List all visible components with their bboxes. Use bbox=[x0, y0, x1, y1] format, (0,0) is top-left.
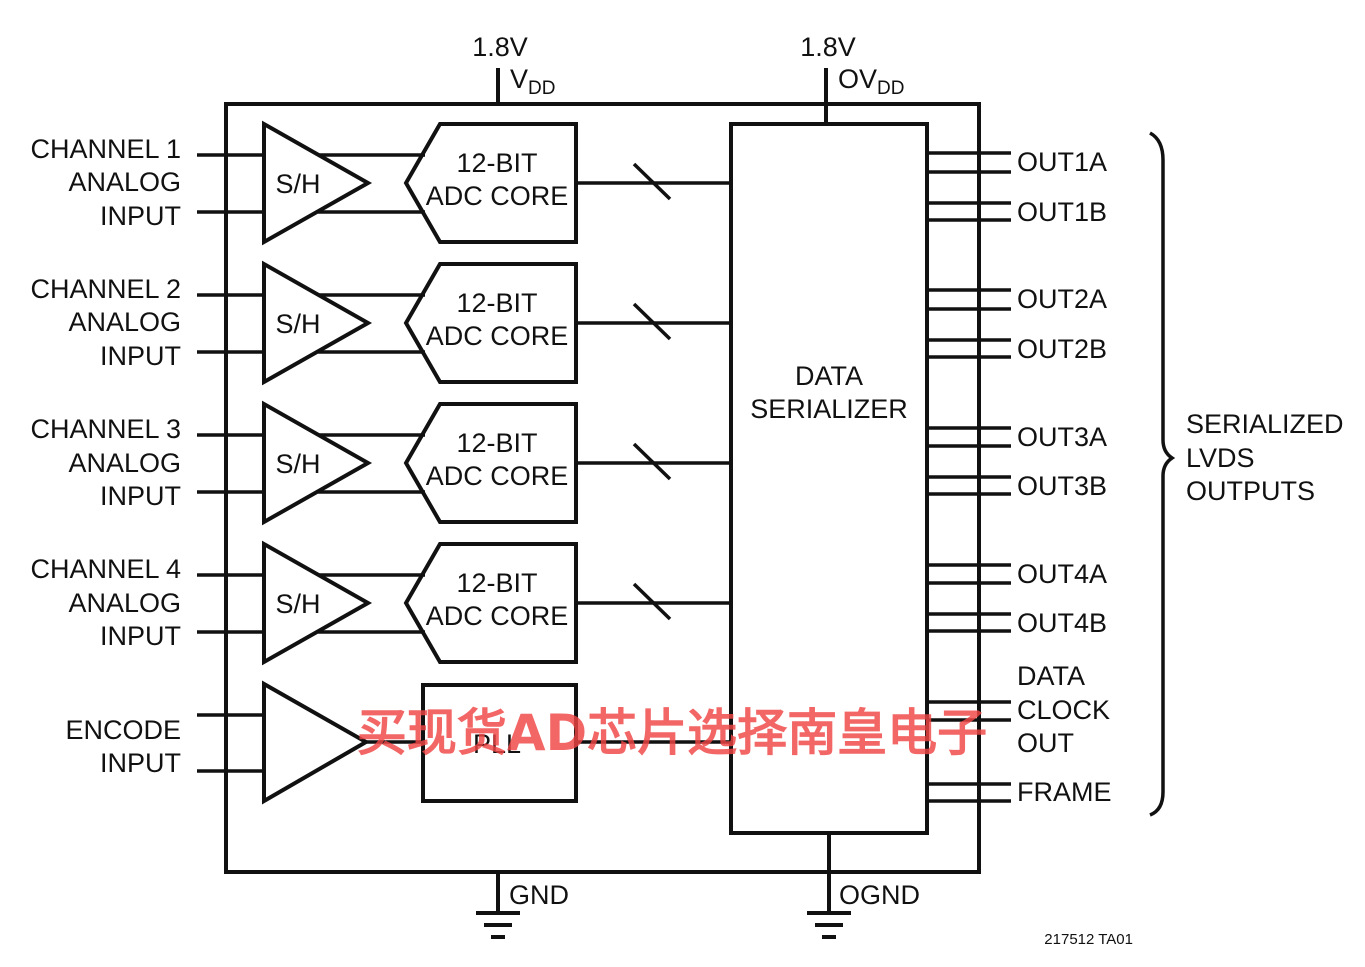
channel-2: CHANNEL 2 ANALOG INPUT S/H 12-BIT ADC CO… bbox=[30, 260, 731, 386]
channel-3-analog: ANALOG bbox=[68, 448, 181, 478]
adc-label-line2: ADC CORE bbox=[426, 321, 569, 351]
adc-label-line1: 12-BIT bbox=[456, 568, 537, 598]
encode-label-line1: ENCODE bbox=[65, 715, 181, 745]
out2b-label: OUT2B bbox=[1017, 334, 1107, 364]
sh-label: S/H bbox=[275, 589, 320, 619]
serialized-label-line3: OUTPUTS bbox=[1186, 476, 1315, 506]
channel-4: CHANNEL 4 ANALOG INPUT S/H 12-BIT ADC CO… bbox=[30, 540, 731, 666]
out2a-label: OUT2A bbox=[1017, 284, 1107, 314]
sample-hold-triangle bbox=[262, 120, 373, 246]
encode-label-line2: INPUT bbox=[100, 748, 181, 778]
gnd-label: GND bbox=[509, 880, 569, 910]
serializer-label-line2: SERIALIZER bbox=[750, 394, 908, 424]
adc-core-block bbox=[403, 402, 578, 524]
out3b-label: OUT3B bbox=[1017, 471, 1107, 501]
pll-label: PLL bbox=[473, 729, 521, 759]
vdd-label: VDD bbox=[510, 64, 555, 99]
bus-slash bbox=[632, 302, 672, 341]
channel-2-analog: ANALOG bbox=[68, 307, 181, 337]
adc-core-block bbox=[403, 122, 578, 244]
chip-outline bbox=[224, 102, 981, 874]
out1a-label: OUT1A bbox=[1017, 147, 1107, 177]
figure-id: 217512 TA01 bbox=[1044, 931, 1133, 948]
serialized-label-line2: LVDS bbox=[1186, 443, 1255, 473]
frame-label: FRAME bbox=[1017, 777, 1112, 807]
clock-out-label-line1: DATA bbox=[1017, 661, 1085, 691]
gnd-symbol bbox=[476, 872, 520, 939]
ognd-label: OGND bbox=[839, 880, 920, 910]
out4b-label: OUT4B bbox=[1017, 608, 1107, 638]
adc-label-line2: ADC CORE bbox=[426, 181, 569, 211]
sample-hold-triangle bbox=[262, 260, 373, 386]
channel-1-analog: ANALOG bbox=[68, 167, 181, 197]
channel-4-name: CHANNEL 4 bbox=[30, 554, 181, 584]
bus-slash bbox=[632, 442, 672, 481]
channel-3-input: INPUT bbox=[100, 481, 181, 511]
output-group-brace bbox=[1149, 131, 1176, 817]
adc-label-line2: ADC CORE bbox=[426, 461, 569, 491]
channel-1-input: INPUT bbox=[100, 201, 181, 231]
sample-hold-triangle bbox=[262, 400, 373, 526]
serializer-label-line1: DATA bbox=[795, 361, 863, 391]
out1b-label: OUT1B bbox=[1017, 197, 1107, 227]
sample-hold-triangle bbox=[262, 540, 373, 666]
ovdd-label: OVDD bbox=[838, 64, 904, 99]
output-pins bbox=[927, 151, 1011, 803]
out4a-label: OUT4A bbox=[1017, 559, 1107, 589]
adc-core-block bbox=[403, 262, 578, 384]
sh-label: S/H bbox=[275, 169, 320, 199]
channel-3-name: CHANNEL 3 bbox=[30, 414, 181, 444]
bus-slash bbox=[632, 582, 672, 621]
watermark-text: 买现货AD芯片选择南皇电子 bbox=[357, 704, 987, 762]
channel-2-input: INPUT bbox=[100, 341, 181, 371]
channel-1: CHANNEL 1 ANALOG INPUT S/H 12-BIT ADC CO… bbox=[30, 120, 731, 246]
out3a-label: OUT3A bbox=[1017, 422, 1107, 452]
clock-out-label-line2: CLOCK bbox=[1017, 695, 1110, 725]
vdd-voltage-label: 1.8V bbox=[472, 32, 528, 62]
channel-4-analog: ANALOG bbox=[68, 588, 181, 618]
sh-label: S/H bbox=[275, 309, 320, 339]
channel-1-name: CHANNEL 1 bbox=[30, 134, 181, 164]
channel-3: CHANNEL 3 ANALOG INPUT S/H 12-BIT ADC CO… bbox=[30, 400, 731, 526]
clock-out-label-line3: OUT bbox=[1017, 728, 1074, 758]
encode-path: ENCODE INPUT PLL bbox=[65, 680, 731, 805]
adc-label-line1: 12-BIT bbox=[456, 148, 537, 178]
serialized-label-line1: SERIALIZED bbox=[1186, 409, 1344, 439]
adc-label-line1: 12-BIT bbox=[456, 288, 537, 318]
sh-label: S/H bbox=[275, 449, 320, 479]
adc-label-line1: 12-BIT bbox=[456, 428, 537, 458]
encode-buffer-triangle bbox=[262, 680, 371, 805]
ovdd-voltage-label: 1.8V bbox=[800, 32, 856, 62]
ognd-symbol bbox=[807, 833, 851, 939]
adc-core-block bbox=[403, 542, 578, 664]
channel-2-name: CHANNEL 2 bbox=[30, 274, 181, 304]
adc-label-line2: ADC CORE bbox=[426, 601, 569, 631]
bus-slash bbox=[632, 162, 672, 201]
channel-4-input: INPUT bbox=[100, 621, 181, 651]
